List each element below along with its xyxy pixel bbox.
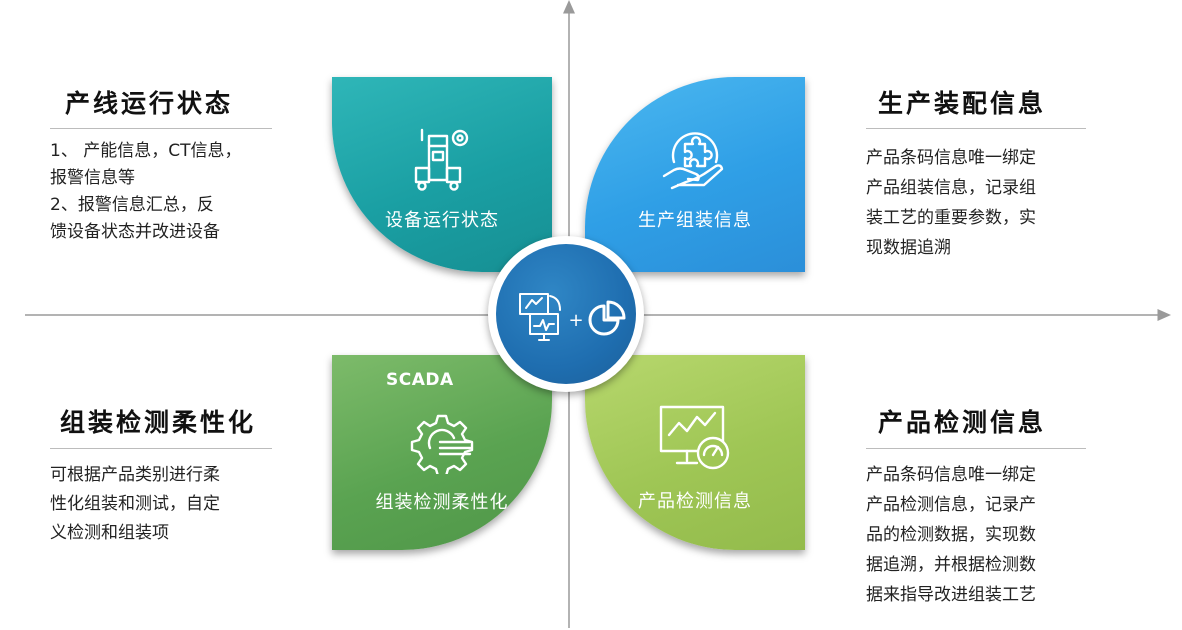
desc-top-left: 1、 产能信息，CT信息， 报警信息等 2、报警信息汇总，反 馈设备状态并改进设… bbox=[50, 138, 290, 246]
gear-lines-icon bbox=[410, 414, 474, 474]
center-plus: + bbox=[568, 310, 583, 331]
divider-top-left bbox=[50, 128, 272, 129]
title-assembly-info: 生产装配信息 bbox=[878, 89, 1047, 118]
petal-label: 设备运行状态 bbox=[385, 209, 499, 231]
monitor-chart-gauge-icon bbox=[659, 405, 730, 469]
desc-line: 产品组装信息，记录组 bbox=[866, 178, 1036, 198]
desc-line: 品的检测数据，实现数 bbox=[866, 525, 1036, 545]
desc-line: 据追溯，并根据检测数 bbox=[866, 555, 1036, 575]
scada-label: SCADA bbox=[386, 370, 454, 390]
petal-label: 生产组装信息 bbox=[638, 209, 752, 231]
desc-line: 2、报警信息汇总，反 bbox=[50, 195, 214, 215]
desc-line: 装工艺的重要参数，实 bbox=[866, 208, 1036, 228]
desc-bottom-left: 可根据产品类别进行柔 性化组装和测试，自定 义检测和组装项 bbox=[50, 461, 290, 548]
desc-line: 义检测和组装项 bbox=[50, 523, 169, 543]
desc-line: 性化组装和测试，自定 bbox=[50, 494, 220, 514]
desc-line: 1、 产能信息，CT信息， bbox=[50, 141, 242, 161]
divider-bottom-right bbox=[866, 448, 1086, 449]
title-product-test-info: 产品检测信息 bbox=[878, 408, 1047, 437]
petal-label: 产品检测信息 bbox=[638, 490, 752, 512]
equipment-gear-icon bbox=[414, 128, 469, 191]
title-production-line-status: 产线运行状态 bbox=[65, 89, 234, 118]
desc-line: 现数据追溯 bbox=[866, 238, 951, 258]
desc-line: 可根据产品类别进行柔 bbox=[50, 465, 220, 485]
desc-line: 产品条码信息唯一绑定 bbox=[866, 465, 1036, 485]
desc-line: 报警信息等 bbox=[50, 168, 135, 188]
monitor-robot-arm-icon bbox=[519, 293, 561, 341]
desc-line: 馈设备状态并改进设备 bbox=[50, 222, 220, 242]
pie-chart-icon bbox=[588, 300, 626, 336]
divider-bottom-left bbox=[50, 448, 272, 449]
desc-line: 产品条码信息唯一绑定 bbox=[866, 148, 1036, 168]
title-flexible-assembly: 组装检测柔性化 bbox=[60, 408, 257, 437]
desc-top-right: 产品条码信息唯一绑定 产品组装信息，记录组 装工艺的重要参数，实 现数据追溯 bbox=[866, 143, 1096, 263]
desc-line: 产品检测信息，记录产 bbox=[866, 495, 1036, 515]
hand-puzzle-icon bbox=[662, 131, 724, 189]
desc-line: 据来指导改进组装工艺 bbox=[866, 585, 1036, 605]
desc-bottom-right: 产品条码信息唯一绑定 产品检测信息，记录产 品的检测数据，实现数 据追溯，并根据… bbox=[866, 460, 1096, 610]
petal-label: 组装检测柔性化 bbox=[375, 491, 509, 513]
center-hub: + bbox=[488, 236, 644, 392]
petal-equipment-status: 设备运行状态 bbox=[332, 77, 552, 272]
center-inner: + bbox=[496, 244, 636, 384]
divider-top-right bbox=[866, 128, 1086, 129]
